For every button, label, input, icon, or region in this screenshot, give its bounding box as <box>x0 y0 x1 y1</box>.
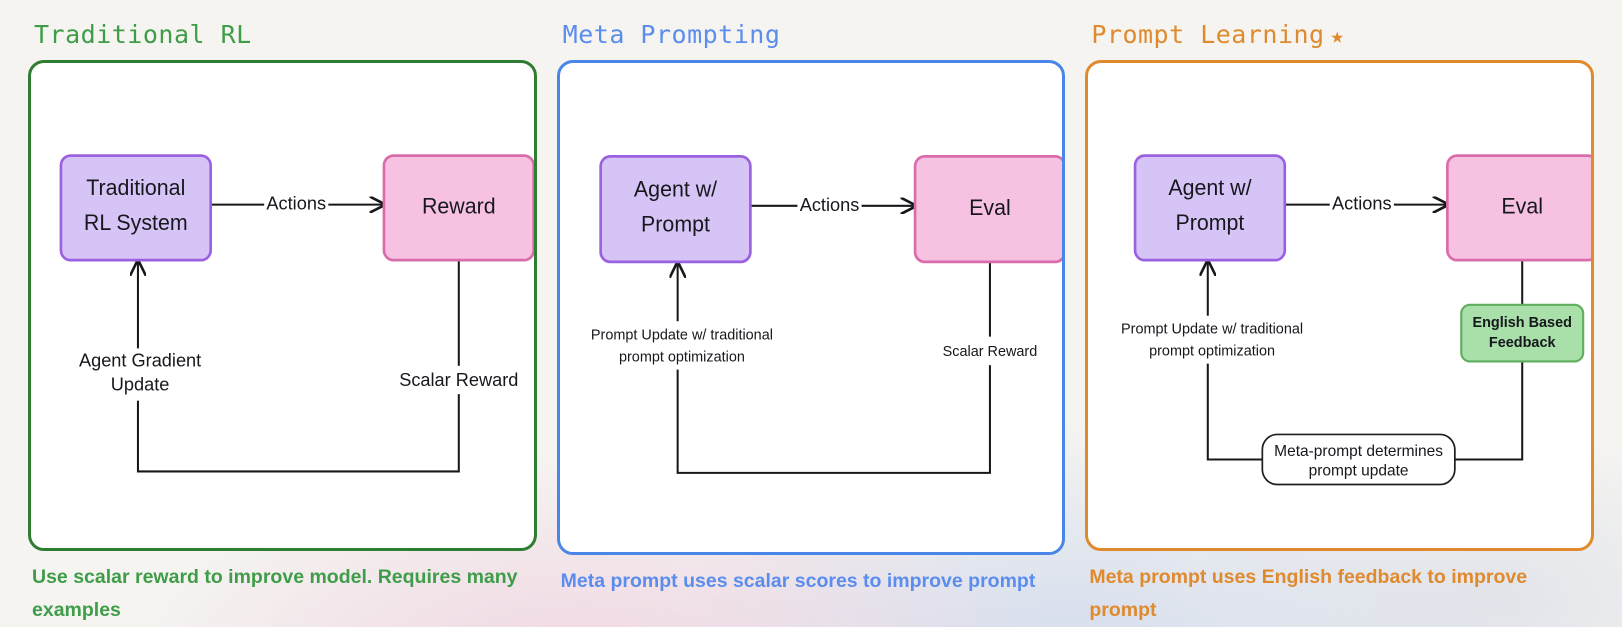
edge-label-actions: Actions <box>799 194 859 215</box>
panel-prompt-learning: Prompt Learning★ Actions Prompt Update w… <box>1085 0 1595 627</box>
panel-title-meta-prompting: Meta Prompting <box>557 0 1066 60</box>
node-agent-label-line1: Agent w/ <box>634 176 718 201</box>
node-english-feedback-line2: Feedback <box>1489 335 1556 351</box>
panel-traditional-rl: Traditional RL Actions Scalar Reward <box>28 0 537 627</box>
diagram-traditional-rl: Actions Scalar Reward Agent Gradient Upd… <box>54 154 534 473</box>
node-evaluator-label: Reward <box>422 193 496 218</box>
node-evaluator-label: Eval <box>969 195 1011 220</box>
panel-meta-prompting: Meta Prompting Actions Scalar Reward Pro… <box>556 0 1066 627</box>
node-english-feedback[interactable] <box>1460 303 1585 363</box>
panel-title-traditional-rl: Traditional RL <box>28 0 537 60</box>
edge-label-mask-left <box>1105 315 1320 364</box>
panel-title-text: Meta Prompting <box>562 20 781 49</box>
edge-label-mask-left <box>54 348 226 401</box>
diagram-prompt-learning: Actions Prompt Update w/ traditional pro… <box>1105 154 1592 486</box>
node-agent-label-line1: Agent w/ <box>1169 175 1252 200</box>
edge-label-prompt-update-line2: prompt optimization <box>619 349 745 365</box>
panel-title-text: Traditional RL <box>34 20 252 49</box>
edge-label-mask-right <box>928 336 1052 366</box>
edge-label-gradient-update-line2: Update <box>111 373 170 394</box>
panel-caption-meta-prompting: Meta prompt uses scalar scores to improv… <box>560 570 1036 592</box>
diagram-meta-prompting: Actions Scalar Reward Prompt Update w/ t… <box>574 155 1063 474</box>
edge-label-gradient-update-line1: Agent Gradient <box>79 349 201 370</box>
node-evaluator[interactable] <box>382 154 534 262</box>
node-evaluator[interactable] <box>1446 154 1592 262</box>
node-agent[interactable] <box>1134 154 1287 262</box>
edge-label-prompt-update-line1: Prompt Update w/ traditional <box>591 327 773 343</box>
node-meta-prompt-line1: Meta-prompt determines <box>1275 443 1444 460</box>
node-agent-label-line2: Prompt <box>1176 210 1245 235</box>
node-agent-label-line2: RL System <box>84 210 188 235</box>
edge-label-prompt-update-line1: Prompt Update w/ traditional <box>1121 322 1303 338</box>
edge-label-actions: Actions <box>266 192 326 213</box>
node-agent-label-line2: Prompt <box>641 211 710 236</box>
panel-frame-prompt-learning: Actions Prompt Update w/ traditional pro… <box>1085 60 1595 551</box>
star-icon: ★ <box>1330 24 1345 49</box>
node-evaluator[interactable] <box>913 155 1063 264</box>
node-agent-label-line1: Traditional <box>86 175 185 200</box>
edge-label-mask-right <box>394 365 523 395</box>
panel-frame-meta-prompting: Actions Scalar Reward Prompt Update w/ t… <box>556 60 1066 555</box>
node-agent[interactable] <box>598 155 752 264</box>
edge-label-mask-left <box>574 321 789 370</box>
edge-label-scalar-reward: Scalar Reward <box>399 369 518 390</box>
panel-caption-prompt-learning: Meta prompt uses English feedback to imp… <box>1089 565 1528 621</box>
panel-title-text: Prompt Learning <box>1091 20 1325 49</box>
node-evaluator-label: Eval <box>1502 193 1544 218</box>
panel-title-prompt-learning: Prompt Learning★ <box>1085 0 1594 60</box>
edge-label-actions: Actions <box>1332 192 1392 213</box>
edge-label-scalar-reward: Scalar Reward <box>942 344 1037 360</box>
node-english-feedback-line1: English Based <box>1473 315 1572 331</box>
node-meta-prompt-line2: prompt update <box>1309 463 1409 480</box>
node-agent[interactable] <box>59 154 213 262</box>
edge-label-prompt-update-line2: prompt optimization <box>1149 343 1275 359</box>
panel-frame-traditional-rl: Actions Scalar Reward Agent Gradient Upd… <box>28 60 537 551</box>
node-meta-prompt[interactable] <box>1261 433 1457 486</box>
panel-caption-traditional-rl: Use scalar reward to improve model. Requ… <box>32 565 518 621</box>
